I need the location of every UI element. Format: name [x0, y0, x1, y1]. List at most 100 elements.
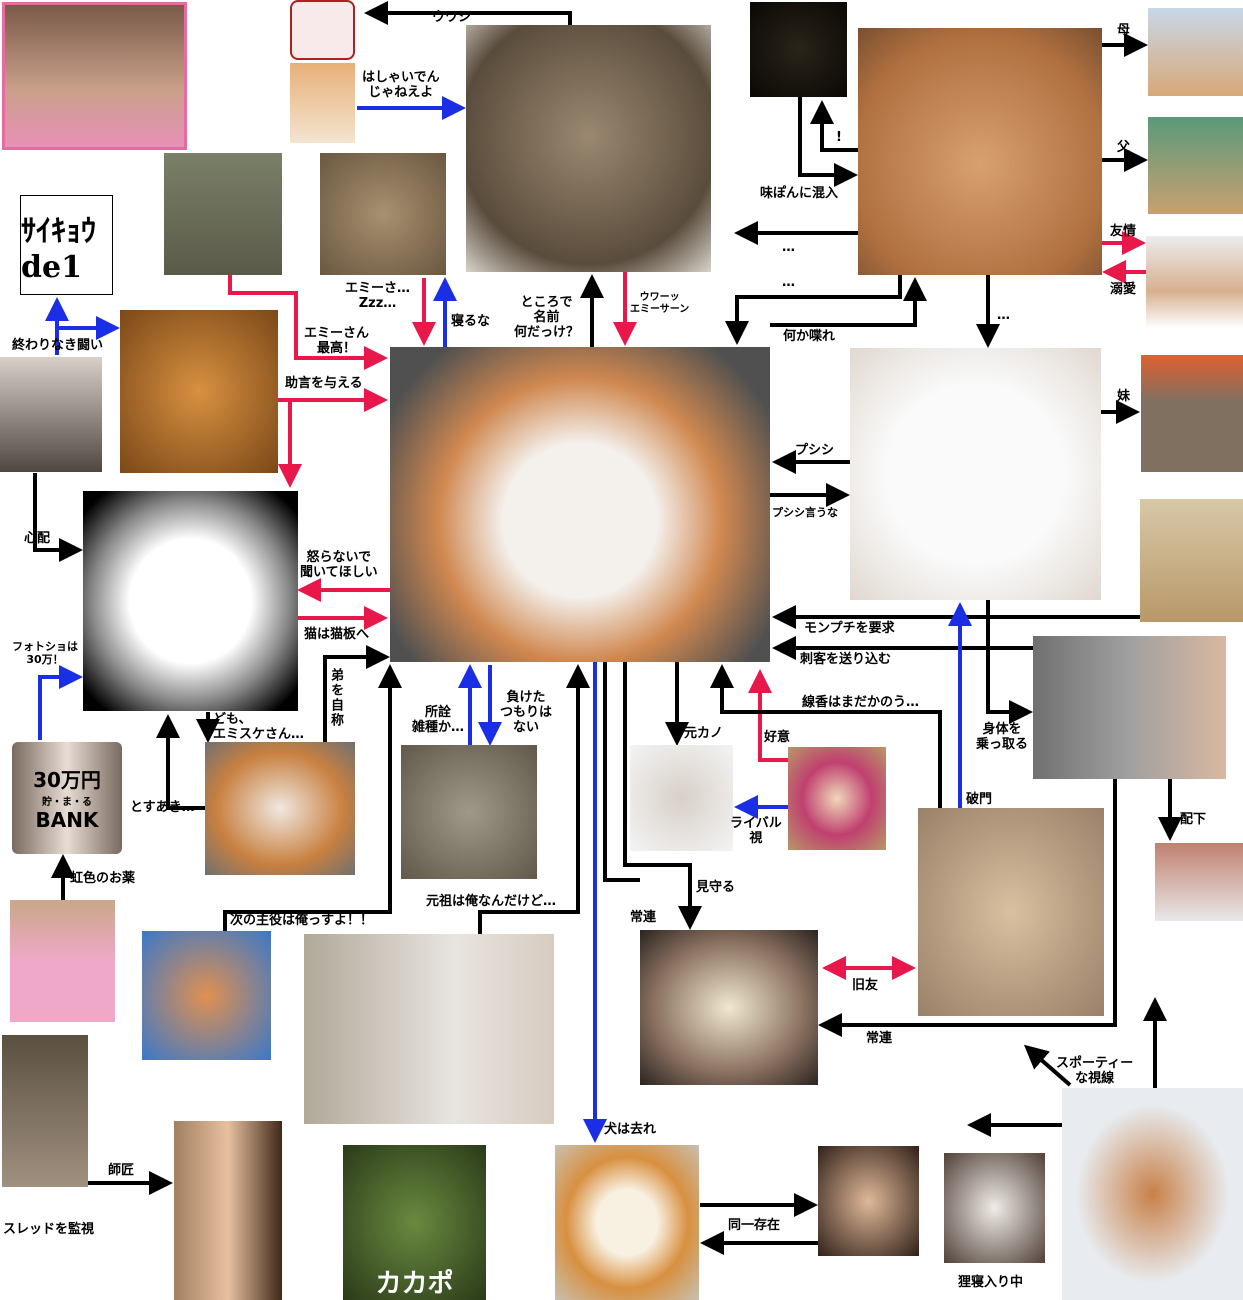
arrow: [748, 669, 788, 762]
label-maketa: 負けた つもりは ない: [500, 690, 553, 735]
label-neko-ita: 猫は猫板へ: [304, 627, 370, 642]
label-tokorode: ところで 名前 何だっけ？: [514, 295, 580, 340]
photo-black-cat: [750, 2, 847, 97]
photo-kitten-in-car: [0, 357, 102, 472]
label-otouto: 弟を自称: [328, 668, 343, 728]
photo-kakapo: カカポ: [343, 1145, 486, 1300]
label-dots-3: …: [997, 308, 1010, 323]
arrow: [986, 600, 1033, 724]
label-dots-1: …: [782, 240, 795, 255]
label-hamon: 破門: [966, 792, 993, 807]
photo-young-man: [818, 1146, 919, 1256]
photo-main-cat: [390, 347, 770, 662]
photo-smiling-cat: [290, 63, 355, 143]
label-shisho: 師匠: [108, 1163, 135, 1178]
arrow: [725, 275, 902, 345]
bank-word: BANK: [35, 808, 99, 832]
label-sporty: スポーティー な視線: [1056, 1056, 1134, 1086]
photo-siamese: [944, 1153, 1045, 1263]
label-pushishi: プシシ: [795, 443, 835, 458]
photo-doll-cat: [788, 747, 886, 850]
label-emisan-saiko: エミーさん 最高！: [304, 326, 370, 356]
label-koui: 好意: [764, 730, 791, 745]
label-nerunaa: 寝るな: [451, 314, 491, 329]
photo-caracal: [120, 310, 278, 473]
arrow: [710, 664, 942, 808]
arrow: [810, 100, 858, 152]
label-tosuaki: とすあき…: [130, 800, 195, 815]
label-haika: 配下: [1180, 812, 1207, 827]
photo-squint-cat: [1140, 499, 1243, 622]
label-haha: 母: [1117, 23, 1131, 38]
label-jiki: 次の主役は俺っすよ！！: [230, 913, 374, 928]
photo-speech-cat: [304, 934, 554, 1124]
arrow: [478, 664, 590, 934]
photo-sketch-man: [83, 491, 298, 711]
label-imouto: 妹: [1117, 389, 1131, 404]
photo-ginger-cat: [142, 931, 271, 1060]
label-photosho: フォトショは 30万！: [12, 640, 78, 666]
label-uwaa: ウワーッ エミーサーン: [630, 292, 690, 315]
arrow: [323, 645, 390, 742]
photo-emisuke-cat: [205, 742, 355, 875]
label-dekiai: 溺愛: [1110, 282, 1137, 297]
label-dots-2: …: [782, 275, 795, 290]
arrow: [364, 1, 572, 25]
bank-sub: 貯・ま・る: [42, 797, 92, 808]
label-shosen: 所詮 雑種か…: [412, 705, 465, 735]
label-okoranaide: 怒らないで 聞いてほしい: [300, 550, 378, 580]
photo-shiba: [555, 1145, 699, 1300]
photo-sister-cat: [1141, 355, 1243, 472]
photo-persian-cat: [918, 808, 1104, 1016]
label-inu: 犬は去れ: [604, 1122, 657, 1137]
arrow: [770, 277, 927, 327]
photo-woman: [174, 1121, 282, 1300]
arrow: [603, 662, 640, 882]
arrow: [1023, 1044, 1072, 1087]
arrow: [228, 275, 388, 370]
label-kyuyu: 旧友: [852, 978, 879, 993]
label-senkou: 線香はまだかのう…: [802, 695, 920, 710]
photo-orange-cat: [858, 28, 1102, 275]
label-motokano: 元カノ: [684, 726, 724, 741]
arrow: [623, 662, 702, 930]
photo-fluffy-cat: [401, 745, 537, 879]
photo-pink-cat: [10, 900, 115, 1022]
label-emisa-zzz: エミーさ… Zzz…: [345, 281, 411, 311]
arrow: [156, 714, 205, 810]
arrow: [38, 665, 83, 740]
arrow: [818, 779, 1117, 1037]
photo-mother-cat: [1148, 8, 1243, 96]
photo-wombat: [320, 153, 446, 275]
label-joren-2: 常連: [866, 1031, 893, 1046]
label-pushishi-iuna: プシシ言うな: [772, 506, 838, 519]
label-joren-1: 常連: [630, 910, 657, 925]
label-hashaiden: はしゃいでん じゃねえよ: [362, 70, 440, 100]
arrow: [55, 305, 120, 340]
label-niji: 虹色のお薬: [70, 871, 136, 886]
label-owarinaki: 終わりなき闘い: [12, 338, 104, 353]
label-nanika: 何か喋れ: [783, 329, 836, 344]
logo-de1: ｻｲｷｮｳ de1: [20, 195, 113, 295]
label-shikaku: 刺客を送り込む: [800, 652, 892, 667]
label-karada: 身体を 乗っ取る: [976, 722, 1029, 752]
label-exclaim: !: [836, 130, 842, 145]
label-uwashi: ウワシ: [432, 10, 472, 25]
photo-kitten: [630, 745, 733, 851]
photo-stamp-cat: [290, 0, 355, 60]
photo-gray-cat: [1033, 636, 1226, 779]
photo-father-cat: [1148, 117, 1243, 214]
photo-shimura: [2, 2, 187, 150]
photo-crocodile: [164, 153, 282, 275]
label-douitsu: 同一存在: [728, 1218, 781, 1233]
bank-amount: 30万円: [33, 768, 101, 792]
label-thread: スレッドを監視: [3, 1222, 95, 1237]
photo-white-cat: [850, 348, 1101, 600]
label-chichi: 父: [1117, 140, 1131, 155]
label-monpuchi: モンプチを要求: [804, 621, 895, 636]
label-yujo: 友情: [1110, 224, 1137, 239]
photo-bank-can: 30万円 貯・ま・る BANK: [12, 742, 122, 854]
label-shinpai: 心配: [24, 531, 51, 546]
